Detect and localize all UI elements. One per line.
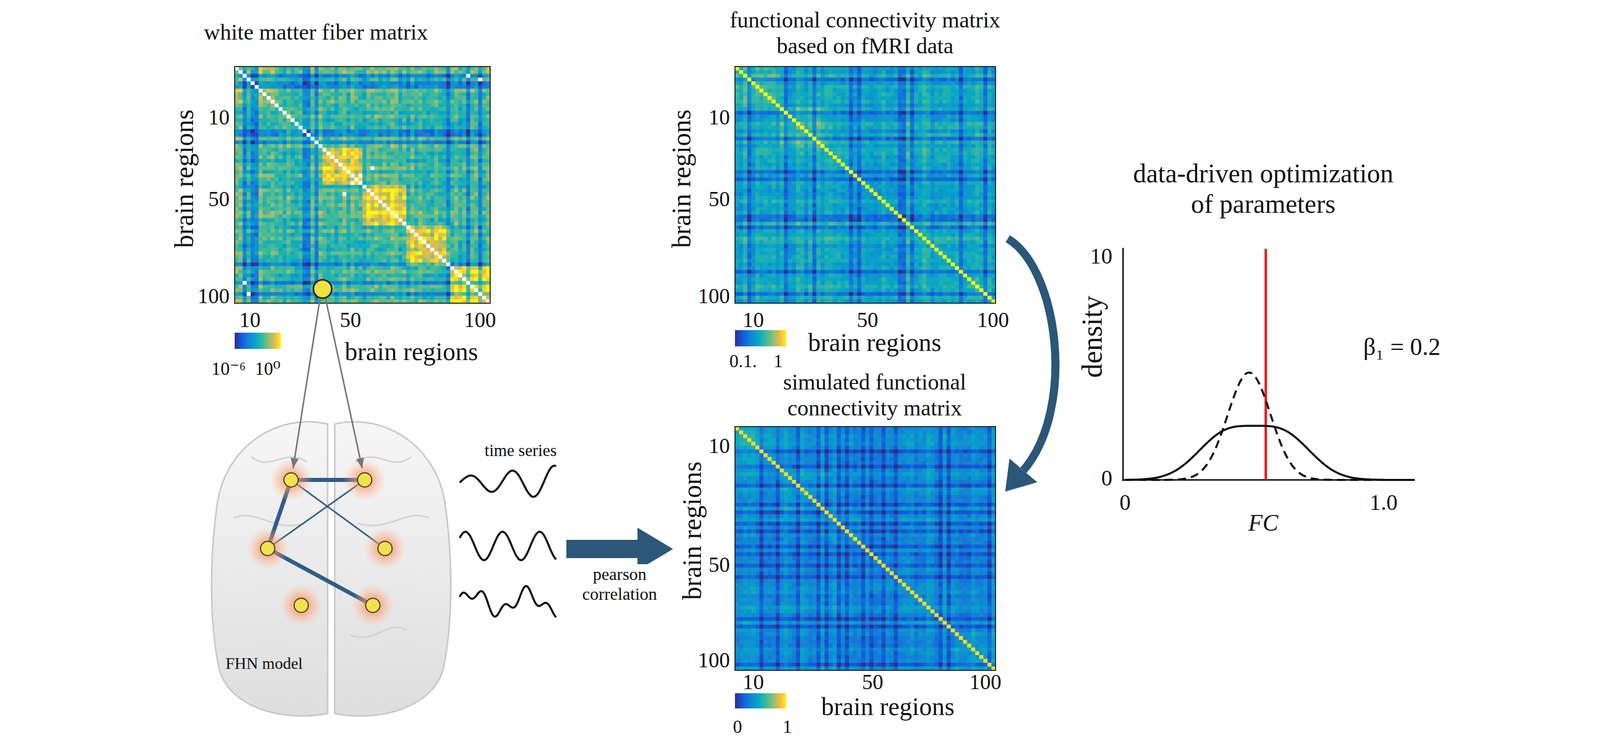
figure: white matter fiber matrixfunctional conn… [0,0,1600,744]
